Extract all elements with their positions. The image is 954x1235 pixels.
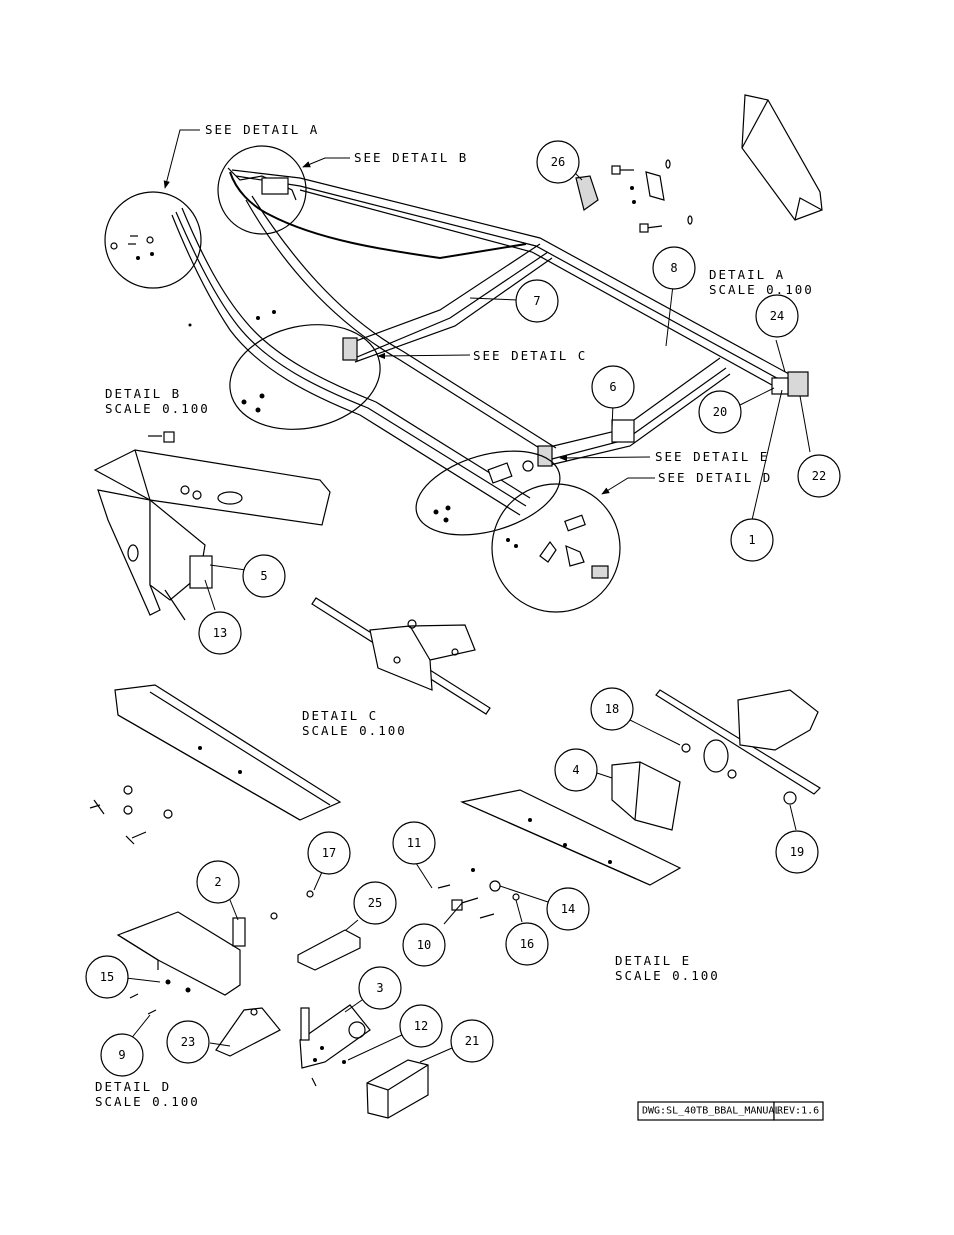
- item-balloon-circle: [515, 279, 559, 323]
- item-number: 17: [322, 846, 336, 860]
- item-balloon-circle: [536, 140, 580, 184]
- item-balloon-circle: [591, 365, 635, 409]
- item-balloon-circle: [399, 1004, 443, 1048]
- detail-d-title: DETAIL D: [95, 1079, 171, 1094]
- item-balloon-circle: [775, 830, 819, 874]
- detail-b-scale: SCALE 0.100: [105, 401, 210, 416]
- item-number: 26: [551, 155, 565, 169]
- item-number: 14: [561, 902, 575, 916]
- detail-c-scale: SCALE 0.100: [302, 723, 407, 738]
- item-number: 24: [770, 309, 784, 323]
- item-balloon-circle: [402, 923, 446, 967]
- detail-e-title: DETAIL E: [615, 953, 691, 968]
- detail-a-title: DETAIL A: [709, 267, 785, 282]
- detail-e-assembly: [437, 689, 821, 919]
- item-balloon-circle: [166, 1020, 210, 1064]
- detail-b-title: DETAIL B: [105, 386, 181, 401]
- item-number: 3: [376, 981, 383, 995]
- detail-a-assembly: [575, 94, 823, 233]
- detail-c-ellipse: [229, 324, 381, 430]
- item-balloon-circle: [554, 748, 598, 792]
- item-number: 6: [609, 380, 616, 394]
- detail-a-scale: SCALE 0.100: [709, 282, 814, 297]
- item-number: 2: [214, 875, 221, 889]
- see-detail-d-label: SEE DETAIL D: [658, 470, 772, 485]
- detail-d-assembly: [89, 684, 429, 1119]
- dwg-number: DWG:SL_40TB_BBAL_MANUAL: [642, 1106, 780, 1117]
- item-number: 4: [572, 763, 579, 777]
- item-balloon-circle: [755, 294, 799, 338]
- item-number: 18: [605, 702, 619, 716]
- trailer-frame: [171, 167, 809, 516]
- item-number: 11: [407, 836, 421, 850]
- item-number: 23: [181, 1035, 195, 1049]
- item-number: 21: [465, 1034, 479, 1048]
- item-balloon-circle: [698, 390, 742, 434]
- see-detail-e-label: SEE DETAIL E: [655, 449, 769, 464]
- item-number: 8: [670, 261, 677, 275]
- item-balloon-circle: [652, 246, 696, 290]
- detail-d-circle: [491, 483, 621, 613]
- item-number: 19: [790, 845, 804, 859]
- item-balloon-circle: [100, 1033, 144, 1077]
- see-detail-b-label: SEE DETAIL B: [354, 150, 468, 165]
- item-balloon-circle: [505, 922, 549, 966]
- item-number: 15: [100, 970, 114, 984]
- item-number: 25: [368, 896, 382, 910]
- item-balloon-circle: [797, 454, 841, 498]
- title-block: DWG:SL_40TB_BBAL_MANUAL REV:1.6: [637, 1101, 824, 1121]
- item-number: 16: [520, 937, 534, 951]
- detail-a-contents: [110, 235, 154, 260]
- item-balloon-circle: [85, 955, 129, 999]
- item-balloon-circle: [590, 687, 634, 731]
- detail-b-assembly: [93, 431, 331, 621]
- item-number: 10: [417, 938, 431, 952]
- see-detail-c-label: SEE DETAIL C: [473, 348, 587, 363]
- item-number: 22: [812, 469, 826, 483]
- detail-d-scale: SCALE 0.100: [95, 1094, 200, 1109]
- item-number: 20: [713, 405, 727, 419]
- item-balloon-circle: [242, 554, 286, 598]
- item-number: 1: [748, 533, 755, 547]
- rev-box: [773, 1101, 824, 1121]
- item-balloon-circle: [358, 966, 402, 1010]
- item-balloon-circle: [546, 887, 590, 931]
- item-number: 7: [533, 294, 540, 308]
- item-number: 9: [118, 1048, 125, 1062]
- detail-a-circle: [104, 191, 202, 289]
- see-detail-a-label: SEE DETAIL A: [205, 122, 319, 137]
- item-balloon-circle: [196, 860, 240, 904]
- item-balloon-circle: [307, 831, 351, 875]
- item-balloon-circle: [730, 518, 774, 562]
- detail-e-ellipse: [415, 450, 561, 536]
- item-balloon-circle: [392, 821, 436, 865]
- detail-e-scale: SCALE 0.100: [615, 968, 720, 983]
- item-balloon-circle: [353, 881, 397, 925]
- detail-d-contents: [506, 514, 609, 579]
- revision: REV:1.6: [777, 1106, 819, 1117]
- detail-c-assembly: [311, 597, 491, 715]
- detail-c-title: DETAIL C: [302, 708, 378, 723]
- leader-lines: [125, 129, 811, 1063]
- item-number: 12: [414, 1019, 428, 1033]
- detail-c-contents: [241, 393, 265, 413]
- item-balloon-circle: [450, 1019, 494, 1063]
- item-number: 13: [213, 626, 227, 640]
- detail-e-contents: [433, 460, 534, 523]
- detail-b-circle: [217, 145, 307, 235]
- item-number: 5: [260, 569, 267, 583]
- item-balloon-circle: [198, 611, 242, 655]
